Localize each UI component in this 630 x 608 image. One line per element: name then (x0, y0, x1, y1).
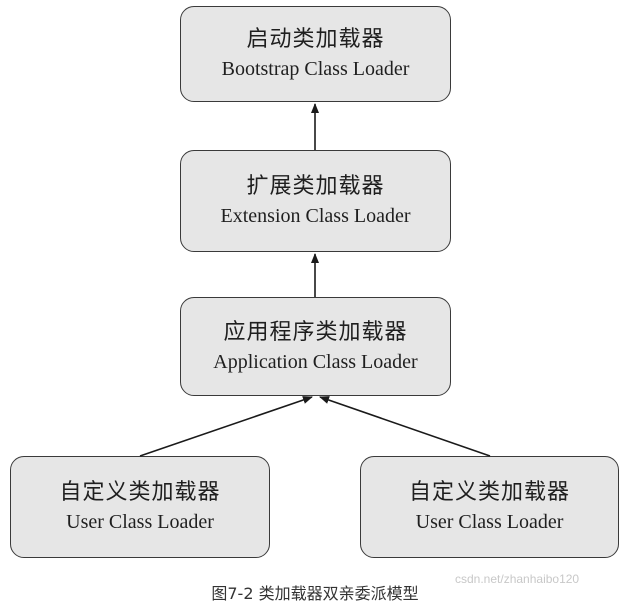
user-right-label-en: User Class Loader (415, 511, 564, 533)
user-class-loader-left-box: 自定义类加载器 User Class Loader (10, 456, 270, 558)
user-left-label-en: User Class Loader (66, 511, 214, 533)
bootstrap-label-en: Bootstrap Class Loader (221, 58, 410, 80)
arrow-user-right-to-application (319, 396, 491, 457)
user-left-label-zh: 自定义类加载器 (59, 480, 221, 505)
bootstrap-class-loader-box: 启动类加载器 Bootstrap Class Loader (180, 6, 451, 102)
watermark: csdn.net/zhanhaibo120 (455, 572, 580, 586)
arrow-user-left-to-application (139, 396, 313, 457)
bootstrap-label-zh: 启动类加载器 (246, 27, 385, 52)
application-class-loader-box: 应用程序类加载器 Application Class Loader (180, 297, 451, 396)
user-class-loader-right-box: 自定义类加载器 User Class Loader (360, 456, 619, 558)
application-label-en: Application Class Loader (213, 350, 418, 373)
figure-caption: 图7-2 类加载器双亲委派模型 (211, 584, 419, 603)
application-label-zh: 应用程序类加载器 (223, 319, 408, 345)
extension-label-en: Extension Class Loader (220, 205, 411, 227)
extension-label-zh: 扩展类加载器 (246, 174, 385, 199)
extension-class-loader-box: 扩展类加载器 Extension Class Loader (180, 150, 451, 252)
user-right-label-zh: 自定义类加载器 (408, 480, 570, 505)
